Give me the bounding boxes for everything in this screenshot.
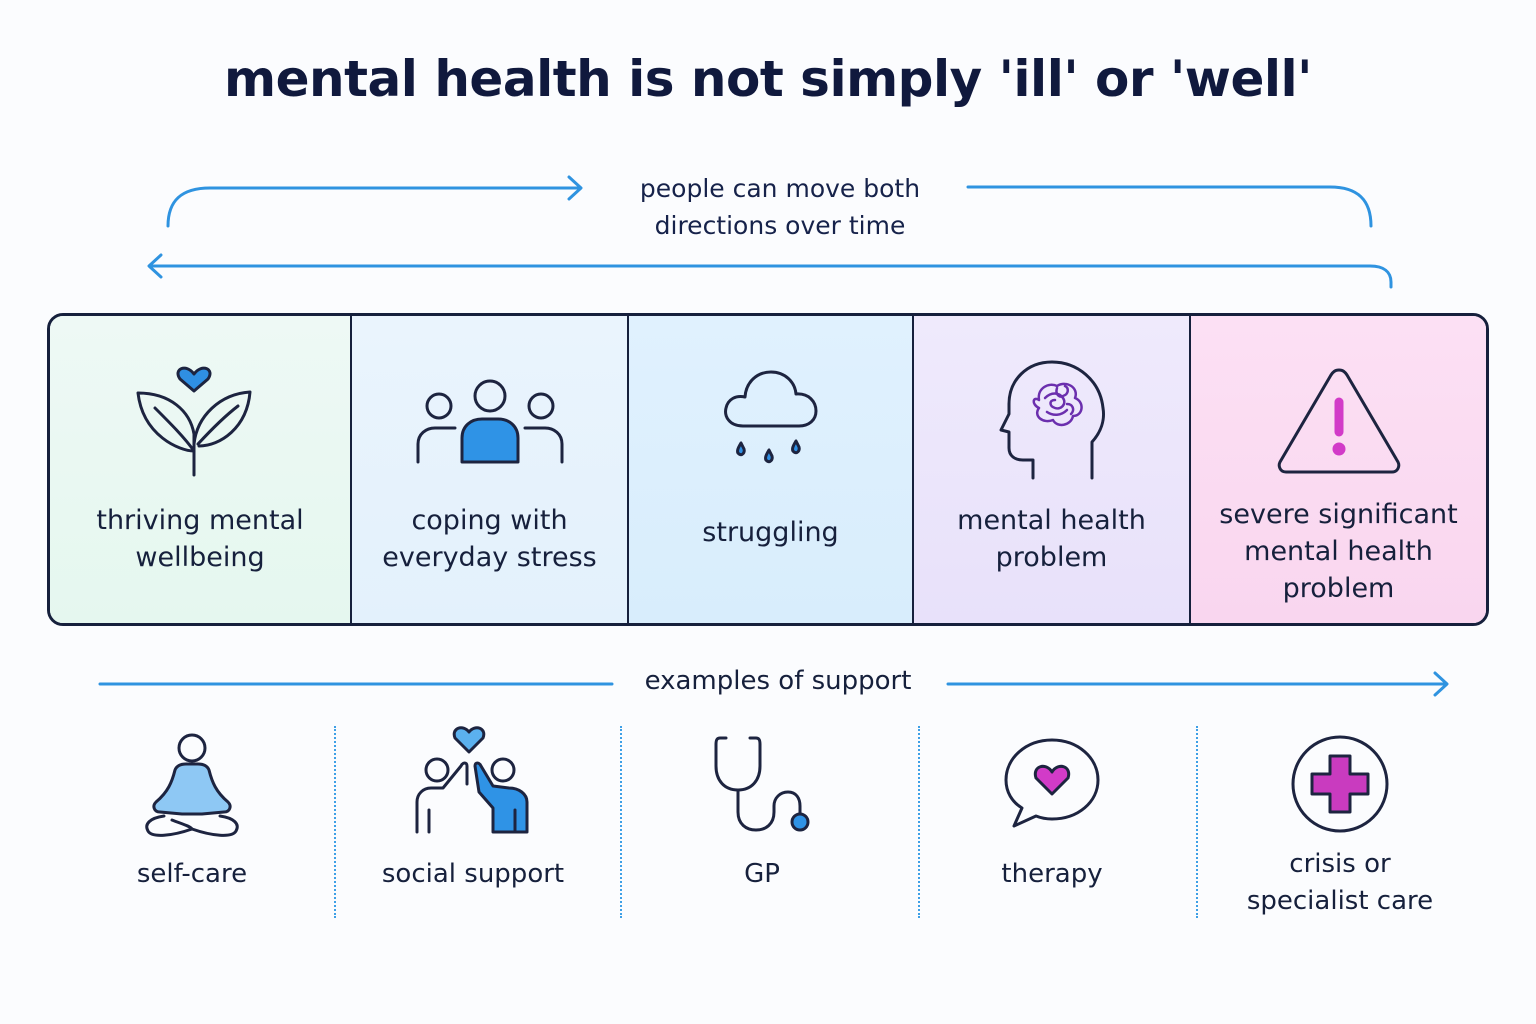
continuum-coping: coping with everyday stress xyxy=(352,316,629,623)
heart-speech-bubble-icon xyxy=(1002,736,1102,836)
support-divider xyxy=(334,726,336,918)
continuum-thriving: thriving mental wellbeing xyxy=(50,316,352,623)
warning-triangle-icon xyxy=(1276,366,1402,480)
support-label: therapy xyxy=(1001,859,1103,889)
backward-cycle-arrow xyxy=(147,253,1393,289)
support-header: examples of support xyxy=(644,666,912,696)
cycle-caption: people can move both directions over tim… xyxy=(639,174,921,240)
people-group-icon xyxy=(415,374,565,468)
continuum-mh-problem: mental health problem xyxy=(914,316,1191,623)
continuum-label: coping with everyday stress xyxy=(382,505,597,573)
support-self-care: self-care xyxy=(92,722,292,922)
support-label: crisis or specialist care xyxy=(1246,849,1434,916)
continuum-severe: severe significant mental health problem xyxy=(1191,316,1486,623)
support-divider xyxy=(1196,726,1198,918)
continuum-label: thriving mental wellbeing xyxy=(96,505,304,573)
continuum-label: severe significant mental health problem xyxy=(1219,499,1458,604)
heart-plant-icon xyxy=(135,356,265,485)
stethoscope-icon xyxy=(712,732,812,840)
support-divider xyxy=(918,726,920,918)
rain-cloud-icon xyxy=(721,366,821,476)
support-label: social support xyxy=(381,859,565,889)
support-divider xyxy=(620,726,622,918)
medical-cross-icon xyxy=(1290,734,1390,838)
continuum-label: mental health problem xyxy=(957,505,1146,573)
continuum-struggling: struggling xyxy=(629,316,914,623)
support-label: self-care xyxy=(136,859,248,889)
page-title: mental health is not simply 'ill' or 'we… xyxy=(224,50,1312,108)
continuum-label: struggling xyxy=(702,517,839,548)
meditation-icon xyxy=(142,732,242,842)
support-label: GP xyxy=(744,859,780,889)
support-crisis: crisis or specialist care xyxy=(1230,722,1450,922)
tangled-head-icon xyxy=(997,358,1107,487)
support-therapy: therapy xyxy=(952,722,1152,922)
mental-health-continuum: thriving mental wellbeing coping with ev… xyxy=(47,313,1489,626)
high-five-heart-icon xyxy=(413,722,533,840)
support-gp: GP xyxy=(662,722,862,922)
support-social: social support xyxy=(358,722,588,922)
